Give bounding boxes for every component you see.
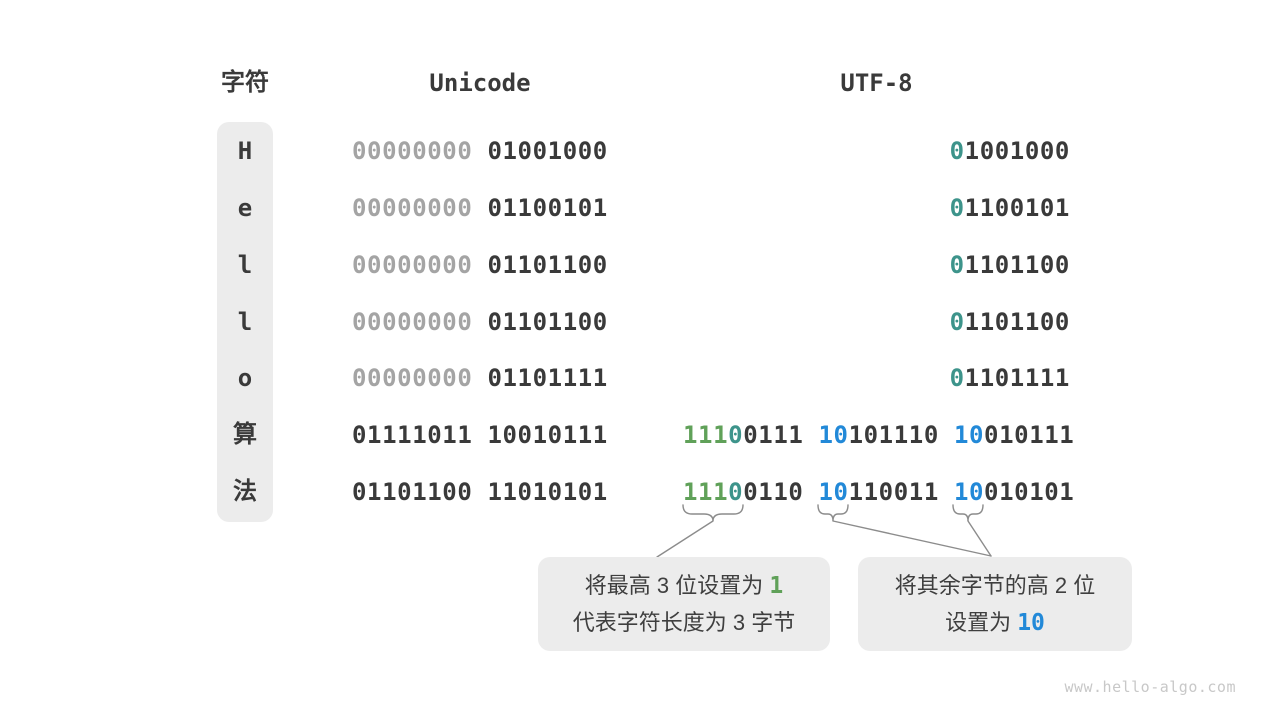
text-segment-gray: 00000000 bbox=[352, 308, 473, 336]
callout-continuation-bytes-line1: 将其余字节的高 2 位 bbox=[895, 568, 1095, 604]
char-cell: o bbox=[237, 364, 253, 392]
text-segment-dark: 01001000 bbox=[472, 137, 608, 165]
header-char-column: 字符 bbox=[221, 69, 269, 96]
char-cell: 法 bbox=[233, 478, 257, 505]
unicode-binary: 00000000 01101100 bbox=[352, 308, 608, 336]
text-segment-dark: 0111 bbox=[743, 421, 819, 449]
text-segment-dark: 010101 bbox=[984, 478, 1075, 506]
text-segment-teal: 0 bbox=[949, 194, 965, 222]
connector-line-right-callout-a bbox=[832, 520, 992, 557]
text-segment-gray: 00000000 bbox=[352, 194, 473, 222]
text-segment-dark: 1101111 bbox=[964, 364, 1070, 392]
header-utf8-column: UTF-8 bbox=[840, 69, 913, 97]
text-segment-blue: 10 bbox=[818, 421, 849, 449]
text-segment-teal: 0 bbox=[728, 421, 744, 449]
text-segment-text: 将其余字节的高 2 位 bbox=[894, 572, 1096, 598]
text-segment-gray: 00000000 bbox=[352, 137, 473, 165]
callout-continuation-bytes: 将其余字节的高 2 位 设置为 10 bbox=[858, 557, 1132, 651]
text-segment-gray: 00000000 bbox=[352, 251, 473, 279]
underbrace-10-second bbox=[952, 504, 984, 522]
text-segment-dark: 1001000 bbox=[964, 137, 1070, 165]
text-segment-teal: 0 bbox=[949, 251, 965, 279]
text-segment-teal: 0 bbox=[728, 478, 744, 506]
text-segment-teal: 0 bbox=[949, 308, 965, 336]
text-segment-dark: 01111011 10010111 bbox=[352, 421, 608, 449]
text-segment-blue: 10 bbox=[818, 478, 849, 506]
utf8-binary: 01101100 bbox=[683, 251, 1070, 279]
callout-leading-byte: 将最高 3 位设置为 1 代表字符长度为 3 字节 bbox=[538, 557, 830, 651]
text-segment-gray: 00000000 bbox=[352, 364, 473, 392]
utf8-binary: 11100110 10110011 10010101 bbox=[683, 478, 1074, 506]
char-cell: e bbox=[237, 194, 253, 222]
callout-leading-byte-line2: 代表字符长度为 3 字节 bbox=[573, 605, 795, 641]
utf8-binary: 01001000 bbox=[683, 137, 1070, 165]
header-unicode-column: Unicode bbox=[429, 69, 531, 97]
text-segment-text: 将最高 3 位设置为 bbox=[584, 572, 770, 598]
text-segment-dark: 101110 bbox=[848, 421, 954, 449]
utf8-binary: 01101100 bbox=[683, 308, 1070, 336]
underbrace-10-first bbox=[817, 504, 849, 522]
char-cell: H bbox=[237, 137, 253, 165]
text-segment-blue: 10 bbox=[953, 421, 985, 449]
unicode-binary: 00000000 01001000 bbox=[352, 137, 608, 165]
unicode-binary: 00000000 01101111 bbox=[352, 364, 608, 392]
unicode-binary: 01101100 11010101 bbox=[352, 478, 608, 506]
char-cell: 算 bbox=[233, 421, 257, 448]
text-segment-dark: 1101100 bbox=[964, 251, 1070, 279]
char-cell: l bbox=[237, 308, 253, 336]
text-segment-dark: 010111 bbox=[984, 421, 1075, 449]
text-segment-dark: 01101111 bbox=[472, 364, 608, 392]
unicode-binary: 01111011 10010111 bbox=[352, 421, 608, 449]
watermark: www.hello-algo.com bbox=[1064, 678, 1236, 696]
text-segment-dark: 1101100 bbox=[964, 308, 1070, 336]
char-cell: l bbox=[237, 251, 253, 279]
text-segment-dark: 01101100 11010101 bbox=[352, 478, 608, 506]
unicode-binary: 00000000 01101100 bbox=[352, 251, 608, 279]
callout-continuation-bytes-line2: 设置为 10 bbox=[945, 605, 1045, 641]
text-segment-text: 设置为 bbox=[945, 609, 1018, 635]
text-segment-blue: 10 bbox=[953, 478, 985, 506]
text-segment-text: 代表字符长度为 3 字节 bbox=[572, 609, 796, 635]
text-segment-dark: 01101100 bbox=[472, 251, 608, 279]
text-segment-dark: 0110 bbox=[743, 478, 819, 506]
callout-leading-byte-line1: 将最高 3 位设置为 1 bbox=[585, 568, 783, 604]
text-segment-dark: 110011 bbox=[848, 478, 954, 506]
text-segment-blue: 10 bbox=[1017, 609, 1045, 636]
text-segment-dark: 01101100 bbox=[472, 308, 608, 336]
unicode-binary: 00000000 01100101 bbox=[352, 194, 608, 222]
connector-line-right-callout-b bbox=[967, 520, 992, 557]
text-segment-dark: 01100101 bbox=[472, 194, 608, 222]
utf8-binary: 01101111 bbox=[683, 364, 1070, 392]
connector-line-left-callout bbox=[656, 520, 714, 558]
text-segment-green: 1 bbox=[769, 572, 784, 599]
utf8-binary: 11100111 10101110 10010111 bbox=[683, 421, 1074, 449]
text-segment-teal: 0 bbox=[949, 137, 965, 165]
text-segment-green: 111 bbox=[683, 421, 729, 449]
text-segment-dark: 1100101 bbox=[964, 194, 1070, 222]
text-segment-teal: 0 bbox=[949, 364, 965, 392]
utf8-binary: 01100101 bbox=[683, 194, 1070, 222]
text-segment-green: 111 bbox=[683, 478, 729, 506]
char-column-background bbox=[217, 122, 273, 522]
underbrace-1110 bbox=[682, 504, 744, 522]
